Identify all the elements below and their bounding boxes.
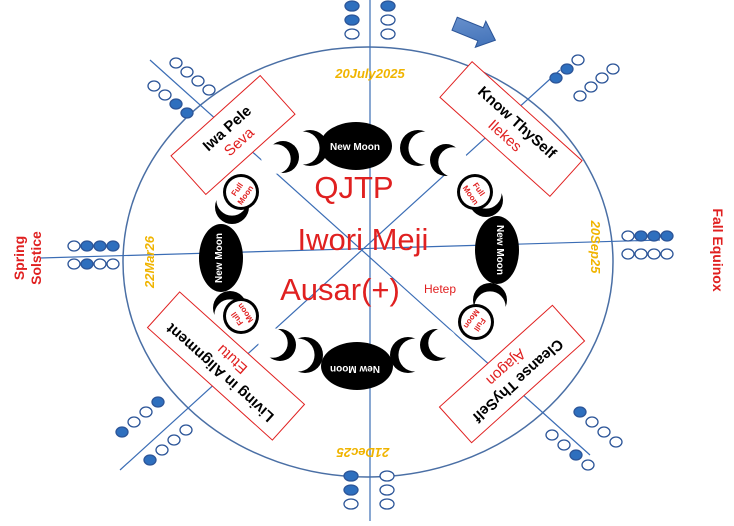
odu-left-top-2 <box>93 240 107 252</box>
odu-tr-lower-1 <box>584 81 598 93</box>
odu-right-top-2 <box>647 230 661 242</box>
odu-bl-upper-3 <box>151 396 165 408</box>
crescent-top-4 <box>430 144 468 177</box>
date-left: 22Mar26 <box>142 235 157 289</box>
crescent-top-2 <box>261 141 299 174</box>
full-moon-top-left <box>223 174 259 210</box>
odu-top-left-2 <box>344 28 360 40</box>
odu-right-bottom-3 <box>660 248 674 260</box>
svg-text:Spring: Spring <box>11 236 27 280</box>
odu-left-top-1 <box>80 240 94 252</box>
odu-bl-lower-3 <box>179 424 193 436</box>
new-moon-label-left: New Moon <box>214 233 225 283</box>
odu-top-right-2 <box>380 28 396 40</box>
odu-right-top-0 <box>621 230 635 242</box>
odu-left-bottom-2 <box>93 258 107 270</box>
odu-br-lower-0 <box>545 429 559 441</box>
odu-right-top-1 <box>634 230 648 242</box>
odu-br-upper-0 <box>573 406 587 418</box>
odu-tl-upper-1 <box>180 66 194 78</box>
crescent-bottom-2 <box>258 328 296 361</box>
svg-text:Solstice: Solstice <box>28 231 44 285</box>
odu-br-upper-1 <box>585 416 599 428</box>
odu-bl-upper-2 <box>139 406 153 418</box>
new-moon-bottom <box>321 342 393 390</box>
new-moon-label-top: New Moon <box>330 142 380 153</box>
spring-solstice-label: Spring Solstice <box>11 231 44 285</box>
odu-top-left-0 <box>344 0 360 12</box>
odu-bottom-right-1 <box>379 484 395 496</box>
odu-tl-lower-2 <box>169 98 183 110</box>
new-moon-right <box>475 216 519 284</box>
odu-top-right-1 <box>380 14 396 26</box>
box-iwa-pele: Iwa Pele Seva <box>170 74 296 196</box>
odu-bottom-right-2 <box>379 498 395 510</box>
new-moon-top <box>320 122 392 170</box>
odu-top-left-1 <box>344 14 360 26</box>
odu-br-upper-2 <box>597 426 611 438</box>
odu-bl-upper-1 <box>127 416 141 428</box>
full-moon-top-right <box>457 174 493 210</box>
odu-tl-lower-3 <box>180 107 194 119</box>
horizontal-axis <box>39 239 661 259</box>
odu-bl-upper-0 <box>115 426 129 438</box>
odu-tl-lower-0 <box>147 80 161 92</box>
fall-equinox-label: Fall Equinox <box>710 208 726 291</box>
date-right: 20Sep25 <box>588 220 603 275</box>
odu-bl-lower-0 <box>143 454 157 466</box>
odu-left-bottom-3 <box>106 258 120 270</box>
odu-top-right-0 <box>380 0 396 12</box>
odu-br-lower-2 <box>569 449 583 461</box>
odu-bl-lower-2 <box>167 434 181 446</box>
crescent-bottom-4 <box>420 328 458 361</box>
odu-br-lower-1 <box>557 439 571 451</box>
odu-right-bottom-0 <box>621 248 635 260</box>
odu-bottom-left-2 <box>343 498 359 510</box>
odu-tr-upper-1 <box>560 63 574 75</box>
odu-tl-upper-3 <box>202 84 216 96</box>
odu-left-top-0 <box>67 240 81 252</box>
odu-marks <box>67 0 674 510</box>
hetep-label: Hetep <box>424 282 456 296</box>
odu-bottom-left-0 <box>343 470 359 482</box>
full-moon-bottom-right <box>458 304 494 340</box>
odu-tl-upper-2 <box>191 75 205 87</box>
center-line-3: Ausar(+) <box>280 272 400 307</box>
date-bottom: 21Dec25 <box>336 445 391 460</box>
odu-tr-upper-2 <box>571 54 585 66</box>
odu-tr-lower-3 <box>606 63 620 75</box>
center-line-1: QJTP <box>314 170 393 205</box>
odu-right-top-3 <box>660 230 674 242</box>
outer-ring <box>122 46 614 478</box>
new-moon-left <box>199 224 243 292</box>
new-moon-label-right: New Moon <box>494 225 505 275</box>
full-moon-bottom-left <box>223 298 259 334</box>
odu-left-top-3 <box>106 240 120 252</box>
center-line-2: Iwori Meji <box>298 222 429 257</box>
moon-ring <box>199 122 519 390</box>
odu-bottom-left-1 <box>343 484 359 496</box>
odu-right-bottom-1 <box>634 248 648 260</box>
odu-left-bottom-0 <box>67 258 81 270</box>
odu-right-bottom-2 <box>647 248 661 260</box>
odu-left-bottom-1 <box>80 258 94 270</box>
odu-tr-lower-2 <box>595 72 609 84</box>
odu-tl-lower-1 <box>158 89 172 101</box>
odu-tr-upper-0 <box>549 72 563 84</box>
odu-bl-lower-1 <box>155 444 169 456</box>
odu-tl-upper-0 <box>169 57 183 69</box>
odu-br-lower-3 <box>581 459 595 471</box>
direction-arrow-icon <box>451 16 497 49</box>
date-top: 20July2025 <box>334 66 405 81</box>
odu-bottom-right-0 <box>379 470 395 482</box>
odu-tr-lower-0 <box>573 90 587 102</box>
odu-br-upper-3 <box>609 436 623 448</box>
new-moon-label-bottom: New Moon <box>330 363 380 374</box>
